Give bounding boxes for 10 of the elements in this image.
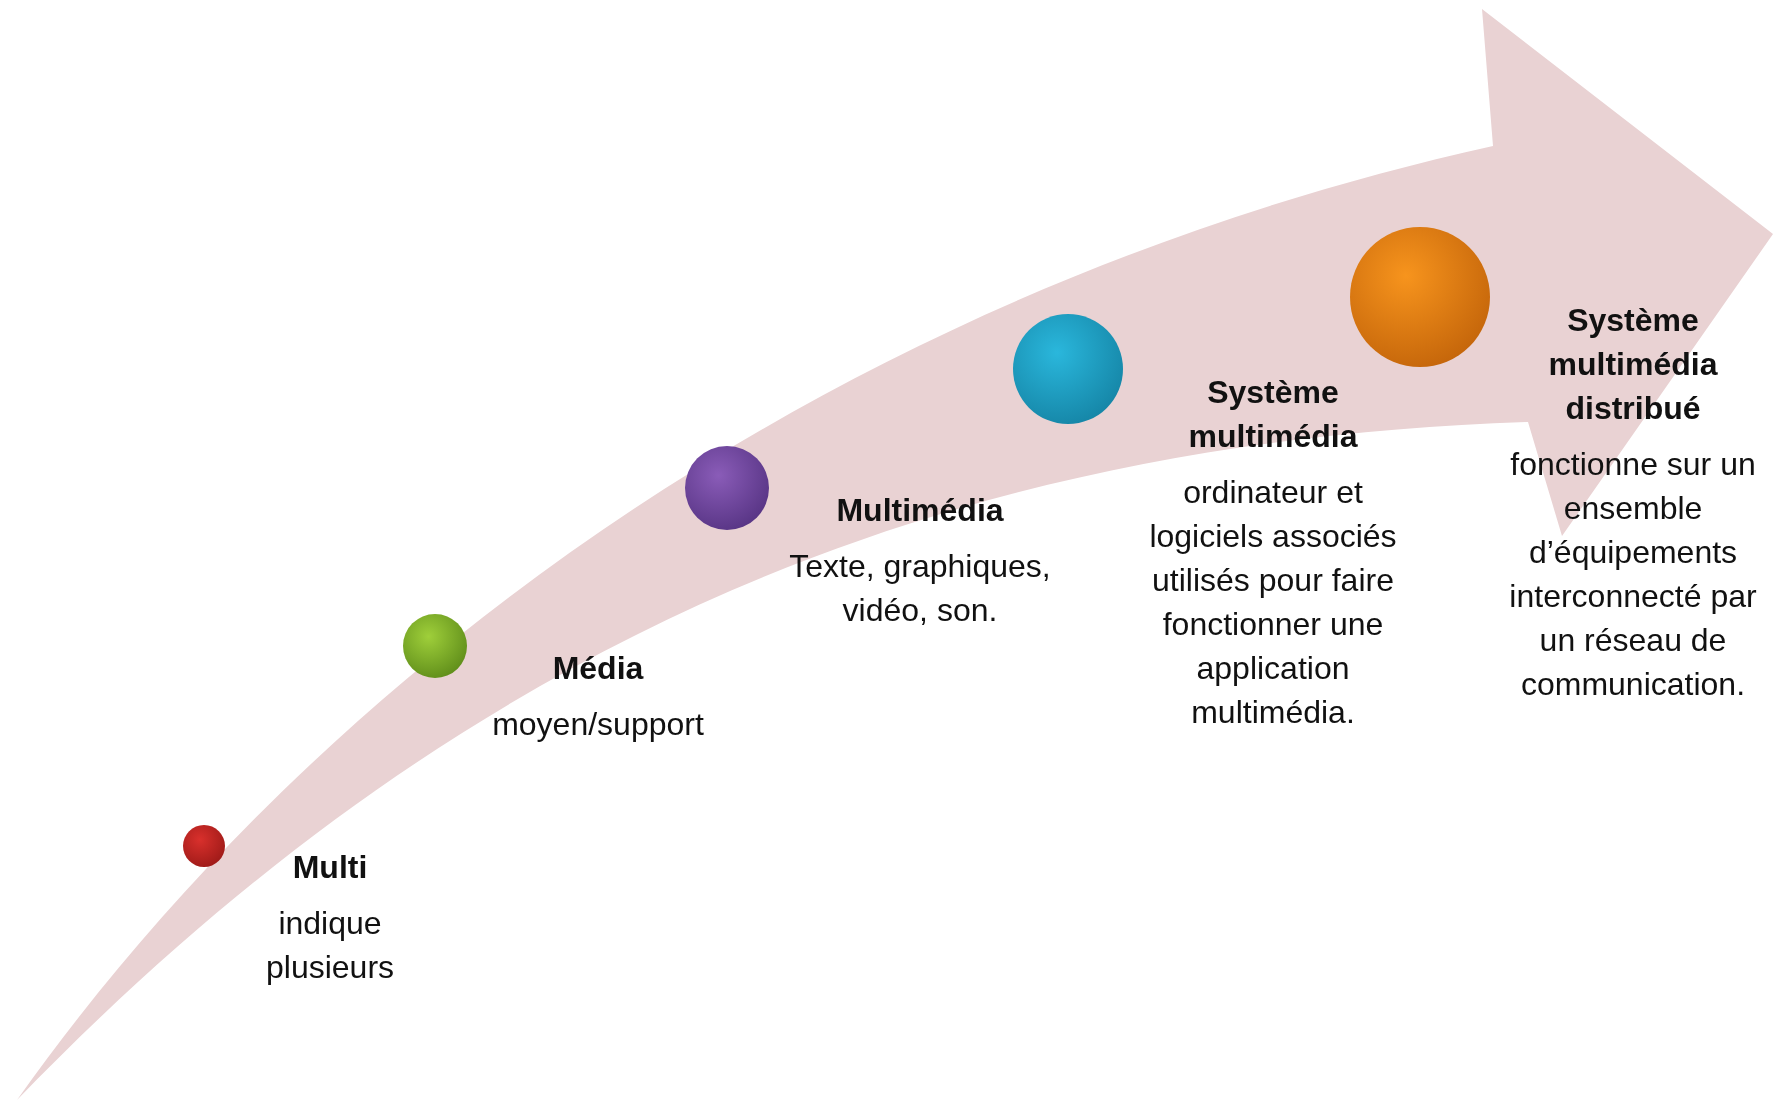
step-description: indique plusieurs <box>264 904 396 987</box>
step-heading: Système multimédia <box>1187 373 1359 456</box>
step-description: moyen/support <box>491 705 705 744</box>
step-description: Texte, graphiques, vidéo, son. <box>788 547 1052 630</box>
step-heading: Système multimédia distribué <box>1547 301 1719 428</box>
step-heading: Multimédia <box>835 491 1005 530</box>
step-description: fonctionne sur un ensemble d’équipements interconnecté par un réseau de communication. <box>1508 445 1758 704</box>
step-heading: Média <box>551 649 645 688</box>
step-description: ordinateur et logiciels associés utilisés pour faire fonctionner une application multimédia. <box>1148 473 1398 732</box>
step-heading: Multi <box>291 848 369 887</box>
